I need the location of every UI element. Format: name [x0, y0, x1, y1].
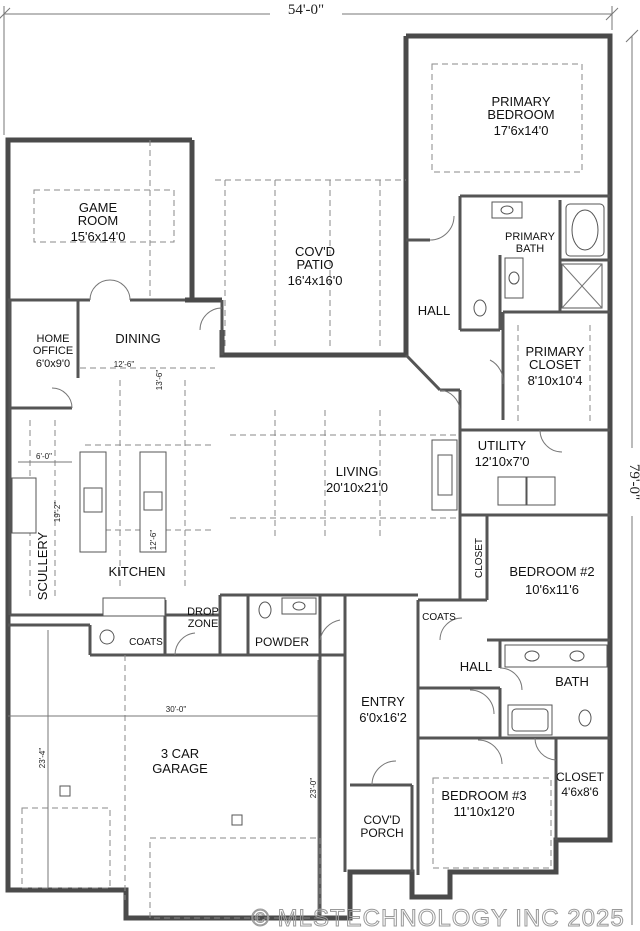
primary-bath-label-2: BATH — [516, 243, 545, 255]
hall-lower-label: HALL — [460, 659, 493, 674]
home-office-label-1: HOME — [37, 333, 70, 345]
bedroom2-label: BEDROOM #2 — [509, 564, 594, 579]
living-size: 20'10x21'0 — [326, 480, 388, 495]
primary-closet-size: 8'10x10'4 — [528, 373, 583, 388]
powder-label: POWDER — [255, 635, 309, 649]
scullery-depth-dim: 19'-2" — [53, 502, 62, 523]
closet-small-size: 4'6x8'6 — [561, 785, 599, 799]
drop-zone-label-1: DROP — [187, 606, 219, 618]
drop-zone-label-2: ZONE — [188, 618, 219, 630]
kitchen-label: KITCHEN — [108, 564, 165, 579]
coats-right-label: COATS — [422, 612, 456, 623]
primary-bath-label-1: PRIMARY — [505, 231, 556, 243]
primary-closet-label-2: CLOSET — [529, 357, 581, 372]
overall-width-label: 54'-0" — [288, 2, 324, 18]
garage-width-dim: 30'-0" — [166, 705, 187, 714]
dining-label: DINING — [115, 331, 161, 346]
primary-bedroom-label-1: PRIMARY — [492, 94, 551, 109]
covd-patio-label-1: COV'D — [295, 244, 335, 259]
primary-bedroom-label-2: BEDROOM — [487, 107, 554, 122]
closet-vertical-label: CLOSET — [474, 538, 485, 578]
utility-label: UTILITY — [478, 438, 527, 453]
entry-size: 6'0x16'2 — [359, 710, 407, 725]
entry-label: ENTRY — [361, 694, 405, 709]
home-office-label-2: OFFICE — [33, 345, 73, 357]
covd-porch-label-2: PORCH — [360, 826, 403, 840]
dining-depth-dim: 13'-6" — [155, 370, 164, 391]
bedroom3-size: 11'10x12'0 — [453, 804, 514, 819]
garage-depth-left-dim: 23'-4" — [38, 748, 47, 769]
garage-label-1: 3 CAR — [161, 746, 199, 761]
bedroom3-label: BEDROOM #3 — [441, 788, 526, 803]
door-swings — [51, 215, 563, 786]
coats-left-label: COATS — [129, 637, 163, 648]
game-room-label-2: ROOM — [78, 213, 118, 228]
garage-depth-right-dim: 23'-0" — [309, 778, 318, 799]
game-room-label-1: GAME — [79, 200, 118, 215]
covd-porch-label-1: COV'D — [364, 813, 401, 827]
dining-width-dim: 12'-6" — [114, 360, 135, 369]
overall-depth-label: 79'-0" — [626, 464, 640, 500]
garage-label-2: GARAGE — [152, 761, 208, 776]
interior-walls — [8, 194, 610, 918]
fixtures — [11, 201, 608, 826]
watermark: © MLSTECHNOLOGY INC 2025 — [251, 905, 624, 931]
primary-closet-label-1: PRIMARY — [526, 344, 585, 359]
primary-bedroom-size: 17'6x14'0 — [494, 123, 549, 138]
utility-size: 12'10x7'0 — [475, 454, 530, 469]
living-label: LIVING — [336, 464, 379, 479]
game-room-size: 15'6x14'0 — [71, 229, 126, 244]
dimension-labels: 12'-6" 13'-6" 6'-0" 19'-2" 12'-6" 30'-0"… — [8, 360, 319, 916]
hall-upper-label: HALL — [418, 303, 451, 318]
closet-small-label: CLOSET — [556, 770, 605, 784]
ceiling-dashed-lines — [21, 63, 591, 919]
covd-patio-label-2: PATIO — [296, 257, 333, 272]
scullery-label: SCULLERY — [35, 531, 50, 600]
room-labels: PRIMARY BEDROOM 17'6x14'0 GAME ROOM 15'6… — [33, 94, 605, 840]
covd-patio-size: 16'4x16'0 — [288, 273, 343, 288]
bath-label: BATH — [555, 674, 589, 689]
overall-width-dimension: 54'-0" — [0, 2, 619, 135]
bedroom2-size: 10'6x11'6 — [525, 582, 579, 597]
home-office-size: 6'0x9'0 — [36, 358, 70, 370]
scullery-width-dim: 6'-0" — [36, 452, 52, 461]
island-dim: 12'-6" — [149, 530, 158, 551]
overall-depth-dimension: 79'-0" — [622, 29, 640, 925]
